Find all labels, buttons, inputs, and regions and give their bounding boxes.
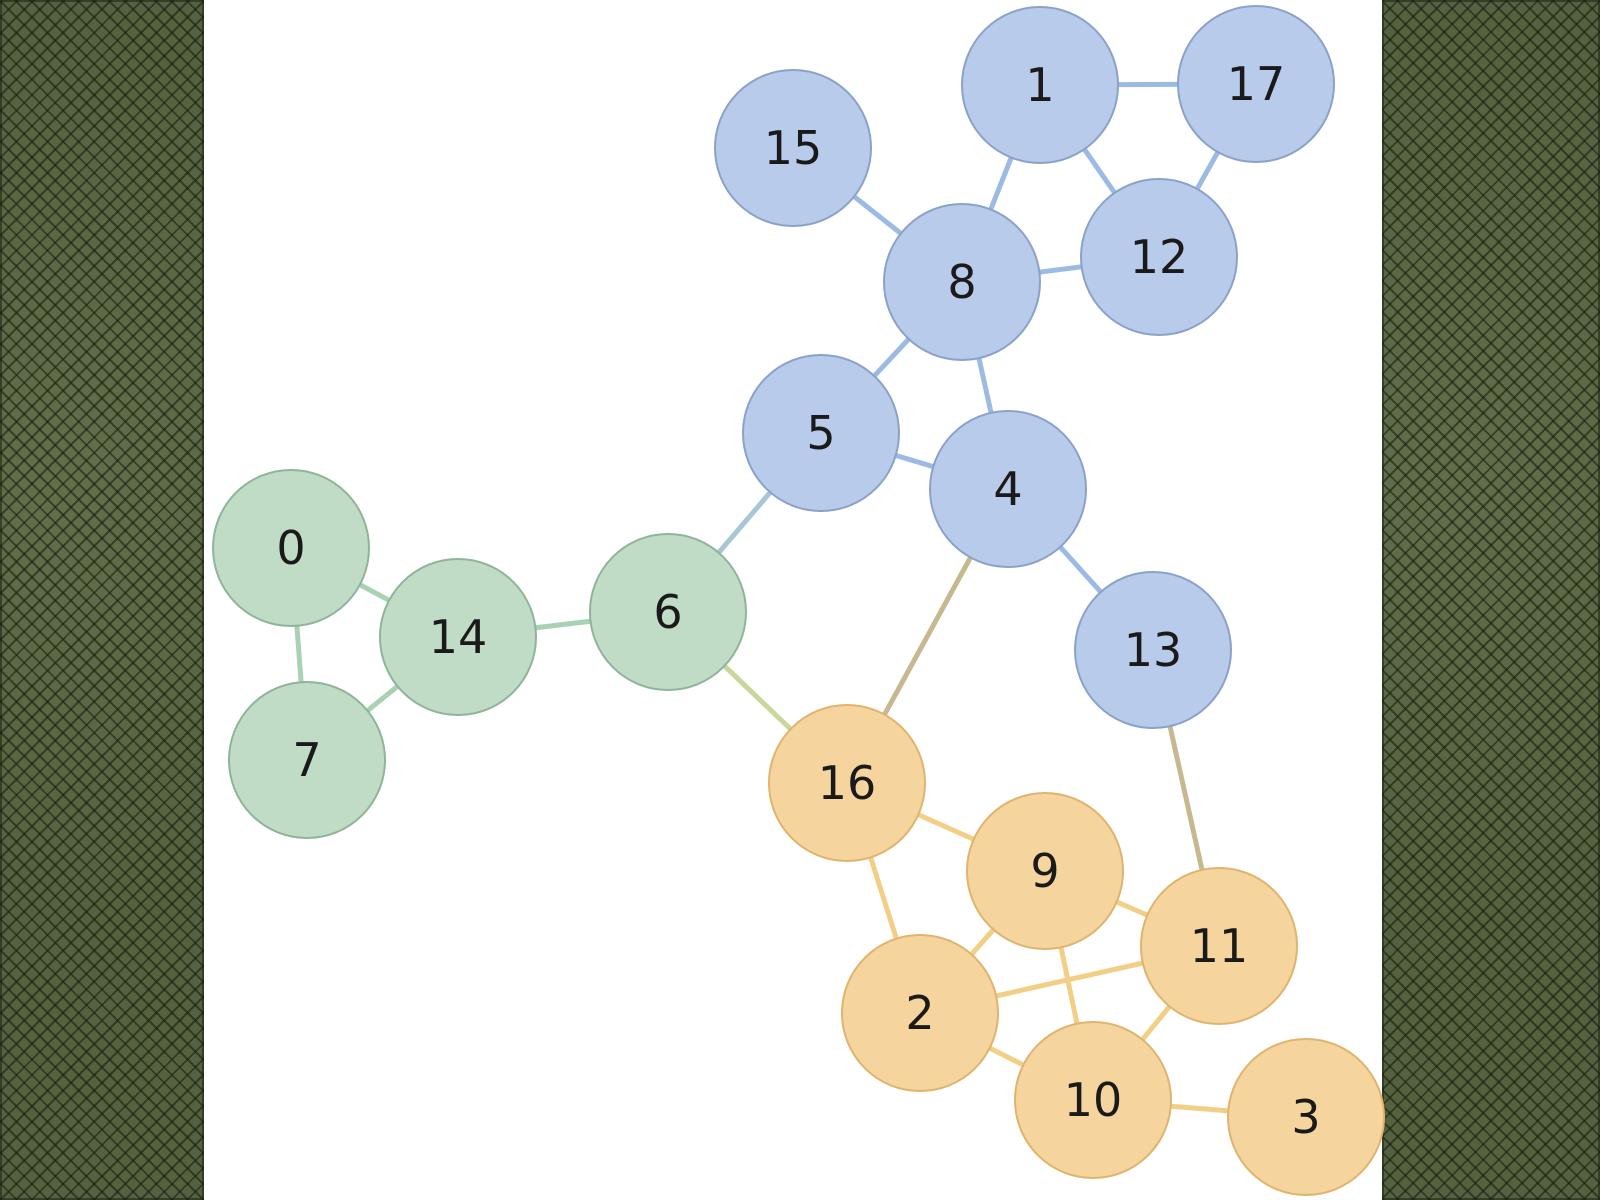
node-circle-17 [1177, 5, 1335, 163]
node-circle-12 [1080, 178, 1238, 336]
node-13: 13 [1074, 571, 1232, 729]
node-circle-15 [714, 69, 872, 227]
node-label-11: 11 [1190, 919, 1249, 973]
node-14: 14 [379, 558, 537, 716]
node-16: 16 [768, 704, 926, 862]
node-circle-14 [379, 558, 537, 716]
node-12: 12 [1080, 178, 1238, 336]
node-circle-7 [228, 681, 386, 839]
node-11: 11 [1140, 867, 1298, 1025]
node-label-2: 2 [905, 986, 934, 1040]
node-label-4: 4 [993, 462, 1022, 516]
node-label-13: 13 [1124, 623, 1183, 677]
node-10: 10 [1014, 1021, 1172, 1179]
node-4: 4 [929, 410, 1087, 568]
node-3: 3 [1227, 1038, 1385, 1196]
node-label-15: 15 [764, 121, 823, 175]
node-label-14: 14 [429, 610, 488, 664]
node-circle-8 [883, 203, 1041, 361]
node-1: 1 [961, 6, 1119, 164]
node-6: 6 [589, 533, 747, 691]
node-15: 15 [714, 69, 872, 227]
node-label-5: 5 [806, 406, 835, 460]
node-circle-11 [1140, 867, 1298, 1025]
node-label-0: 0 [276, 521, 305, 575]
node-circle-2 [841, 934, 999, 1092]
node-label-6: 6 [653, 585, 682, 639]
node-label-7: 7 [292, 733, 321, 787]
node-label-10: 10 [1064, 1073, 1123, 1127]
node-9: 9 [966, 792, 1124, 950]
node-circle-16 [768, 704, 926, 862]
node-label-16: 16 [818, 756, 877, 810]
node-7: 7 [228, 681, 386, 839]
node-circle-10 [1014, 1021, 1172, 1179]
node-17: 17 [1177, 5, 1335, 163]
node-circle-1 [961, 6, 1119, 164]
node-0: 0 [212, 469, 370, 627]
left-border-panel [0, 0, 204, 1200]
node-8: 8 [883, 203, 1041, 361]
node-label-9: 9 [1030, 844, 1059, 898]
node-label-8: 8 [947, 255, 976, 309]
node-label-1: 1 [1025, 58, 1054, 112]
node-label-12: 12 [1130, 230, 1189, 284]
node-2: 2 [841, 934, 999, 1092]
node-circle-5 [742, 354, 900, 512]
node-label-3: 3 [1291, 1090, 1320, 1144]
node-circle-13 [1074, 571, 1232, 729]
node-label-17: 17 [1227, 57, 1286, 111]
node-circle-3 [1227, 1038, 1385, 1196]
node-circle-9 [966, 792, 1124, 950]
node-5: 5 [742, 354, 900, 512]
node-circle-4 [929, 410, 1087, 568]
node-circle-6 [589, 533, 747, 691]
right-border-panel [1382, 0, 1600, 1200]
node-circle-0 [212, 469, 370, 627]
node-layer: 0 7 14 6 15 1 17 8 12 5 4 13 16 9 11 2 10 3 [212, 5, 1385, 1196]
